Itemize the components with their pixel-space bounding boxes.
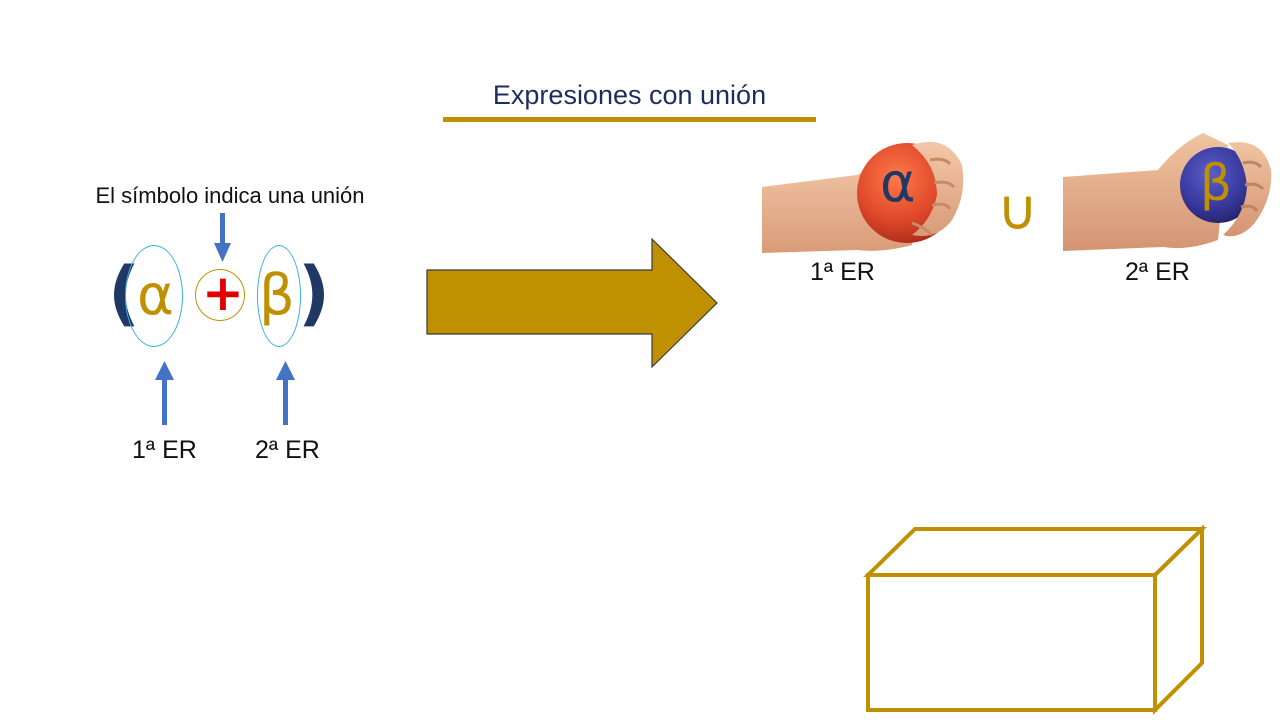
- first-er-ellipse: [125, 245, 183, 347]
- up-arrow-icon-second: [276, 361, 295, 425]
- union-hint-text: El símbolo indica una unión: [95, 183, 365, 208]
- plus-circle: [195, 269, 245, 321]
- second-er-label: 2ª ER: [255, 436, 320, 464]
- down-arrow-icon: [214, 213, 231, 262]
- beta-symbol: β: [259, 263, 295, 328]
- hand-with-alpha-ball-image: [762, 141, 964, 253]
- first-er-label: 1ª ER: [132, 436, 197, 464]
- right-first-er-label: 1ª ER: [810, 258, 875, 286]
- slide-title: Expresiones con unión: [492, 80, 767, 110]
- right-second-er-label: 2ª ER: [1125, 258, 1190, 286]
- title-underline: [443, 117, 816, 122]
- up-arrow-icon-first: [155, 361, 174, 425]
- union-symbol: ∪: [997, 178, 1038, 243]
- cuboid-box-shape: [863, 524, 1207, 715]
- beta-ball-symbol: β: [1200, 154, 1232, 212]
- big-right-arrow-icon: [426, 237, 718, 369]
- alpha-ball-symbol: α: [880, 151, 916, 214]
- hand-with-beta-ball-image: [1063, 133, 1272, 251]
- plus-symbol: +: [202, 264, 244, 322]
- second-er-ellipse: [257, 245, 301, 347]
- close-parenthesis: ): [298, 252, 330, 334]
- alpha-symbol: α: [137, 263, 174, 328]
